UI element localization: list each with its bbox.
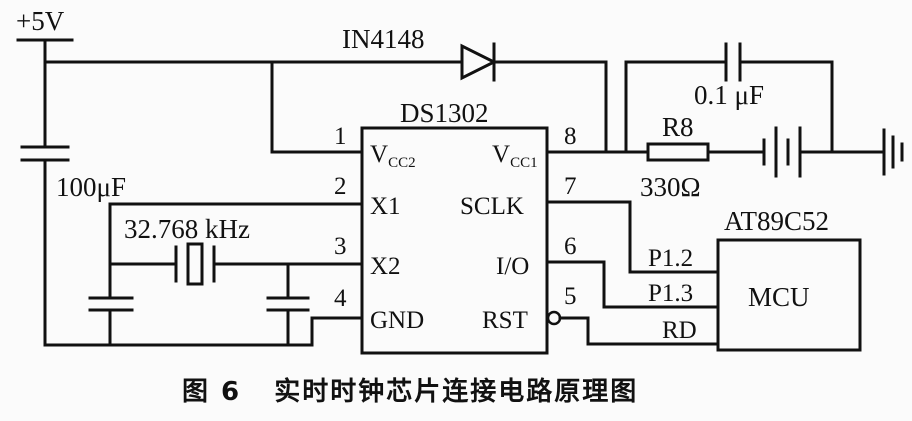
pin-number-6: 6 [564,233,577,260]
resistor-r8 [646,142,710,162]
mcu-pin-rd: RD [662,317,697,344]
sclk-wire [545,200,720,274]
cap01-left-wire [624,60,728,154]
pin-number-1: 1 [334,123,347,150]
figure-caption: 图 6 实时时钟芯片连接电路原理图 [182,376,638,407]
pin-label-rst: RST [482,307,528,334]
pin-label-io: I/O [496,253,529,280]
chip-name: DS1302 [400,98,489,128]
gnd-wire [310,316,364,347]
crystal-label: 32.768 kHz [124,214,250,244]
rst-wire [558,316,720,346]
pin-label-vcc1: VCC1 [492,141,538,171]
cap01-label: 0.1 μF [694,80,764,110]
pin-number-2: 2 [334,173,347,200]
mcu-body [716,238,862,352]
pin-number-4: 4 [334,285,347,312]
pin-number-5: 5 [564,283,577,310]
ds1302-body [360,126,549,355]
cap100-label: 100μF [56,172,126,202]
pin-label-vcc2: VCC2 [370,141,416,171]
rst-inversion-bubble [546,310,562,326]
io-wire [545,260,720,309]
mcu-pin-p12: P1.2 [648,245,693,272]
mcu-name: MCU [748,282,810,312]
pin-label-sclk: SCLK [460,193,524,220]
mcu-part: AT89C52 [724,206,829,236]
supply-label: +5V [16,6,65,36]
diode-label: IN4148 [342,24,425,54]
cap01-right-wire [738,60,834,154]
pin-number-8: 8 [564,123,577,150]
pin-number-3: 3 [334,233,347,260]
pin-label-x1: X1 [370,193,401,220]
mcu-pin-p13: P1.3 [648,280,693,307]
resistor-name: R8 [662,112,694,142]
pin-label-x2: X2 [370,253,401,280]
crystal-body [186,242,204,286]
diode-symbol [460,43,498,81]
resistor-value: 330Ω [640,172,701,202]
pin-label-gnd: GND [370,307,424,334]
pin-number-7: 7 [564,173,577,200]
